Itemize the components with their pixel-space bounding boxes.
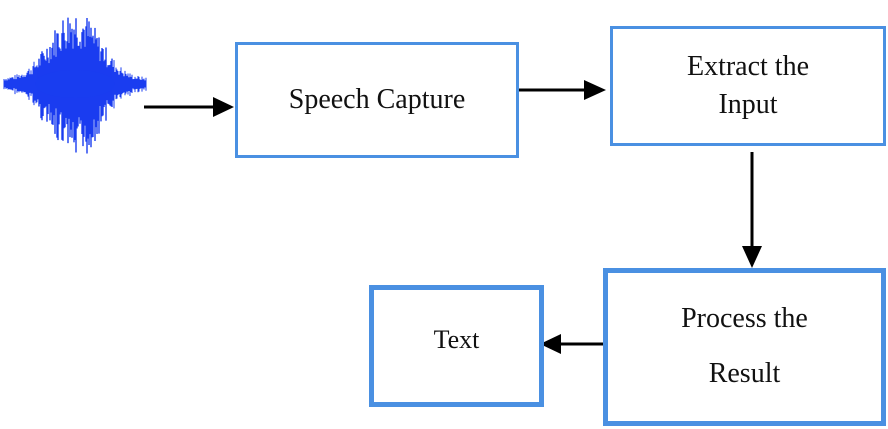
arrow-speech-capture-to-extract-input (514, 80, 606, 100)
arrow-waveform-to-speech-capture (144, 97, 234, 117)
sound-waveform-icon (3, 17, 147, 154)
speech-capture-box: Speech Capture (235, 42, 519, 158)
text-output-box: Text (369, 285, 544, 407)
process-result-label: Process the Result (681, 303, 808, 389)
speech-capture-label: Speech Capture (288, 84, 466, 116)
arrow-process-result-to-text (540, 334, 610, 354)
arrow-extract-input-to-process-result (742, 152, 762, 268)
text-output-label: Text (433, 325, 480, 354)
process-result-box: Process the Result (603, 268, 886, 426)
extract-input-label: Extract the Input (686, 51, 810, 120)
extract-input-box: Extract the Input (610, 26, 886, 146)
